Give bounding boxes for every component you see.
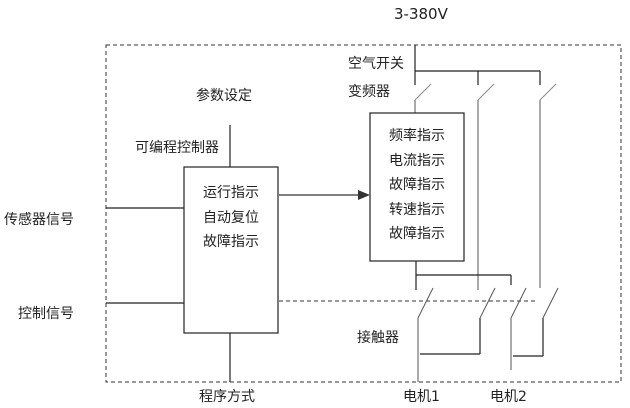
plc-indicator-run: 运行指示	[203, 185, 259, 201]
contactor-contact-2	[479, 287, 496, 319]
program-mode-label: 程序方式	[199, 389, 255, 405]
contactor-contact-3	[510, 287, 527, 319]
inverter-box	[369, 112, 465, 262]
inverter-label: 变频器	[348, 84, 390, 100]
inverter-indicator-list: 频率指示 电流指示 故障指示 转速指示 故障指示	[370, 124, 464, 247]
inverter-indicator-frequency: 频率指示	[389, 128, 445, 144]
arrow-head-icon	[358, 190, 370, 200]
plc-indicator-list: 运行指示 自动复位 故障指示	[184, 181, 278, 255]
air-switch-label: 空气开关	[348, 56, 404, 72]
contactor-contact-1	[417, 287, 434, 319]
inverter-indicator-current: 电流指示	[389, 152, 445, 169]
contactor-label: 接触器	[357, 330, 399, 346]
param-setting-label: 参数设定	[196, 88, 252, 104]
plc-indicator-fault: 故障指示	[203, 234, 259, 250]
air-switch-contact-3	[539, 83, 557, 101]
plc-indicator-auto-reset: 自动复位	[203, 209, 259, 226]
plc-label: 可编程控制器	[135, 140, 219, 156]
inverter-indicator-speed: 转速指示	[389, 201, 445, 218]
control-signal-label: 控制信号	[18, 306, 74, 322]
inverter-indicator-fault: 故障指示	[389, 177, 445, 193]
air-switch-contact-1	[414, 83, 432, 101]
motor1-label: 电机1	[403, 389, 440, 405]
plc-box	[183, 166, 279, 334]
motor2-label: 电机2	[490, 389, 527, 405]
sensor-signal-label: 传感器信号	[4, 212, 74, 228]
inverter-indicator-fault-2: 故障指示	[389, 226, 445, 242]
supply-voltage-label: 3-380V	[394, 5, 448, 23]
contactor-contact-4	[542, 287, 559, 319]
enclosure-dashed-border	[105, 44, 622, 383]
air-switch-contact-2	[477, 83, 495, 101]
